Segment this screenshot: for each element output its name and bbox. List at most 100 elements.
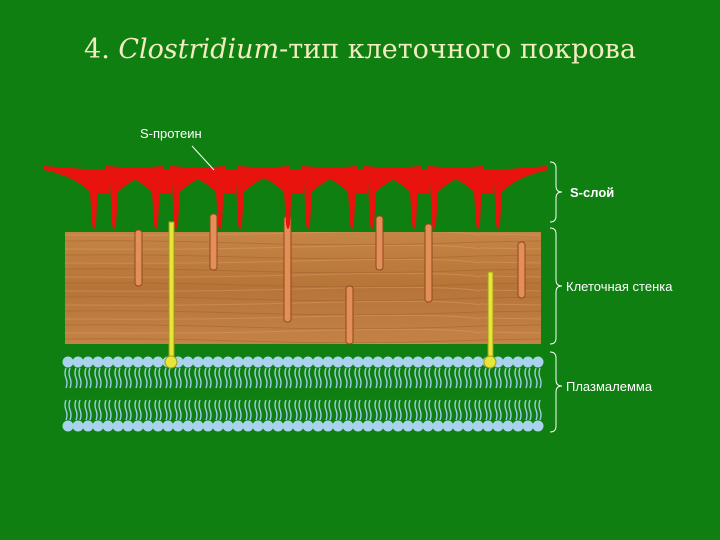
lipid-head [463,421,474,432]
lipid-head [253,421,264,432]
lipid-head [383,421,394,432]
lipid-head [333,421,344,432]
lipid-tail [85,400,91,420]
lipid-tail [375,368,381,388]
lipid-head [313,421,324,432]
lipid-tail [125,400,131,420]
lipid-head [523,357,534,368]
lipid-head [263,357,274,368]
lipid-tail [335,368,341,388]
lipid-tail [295,400,301,420]
lipid-head [533,357,544,368]
lipid-head [63,421,74,432]
lipid-head [333,357,344,368]
lipid-tail [115,368,121,388]
lipid-tail [85,368,91,388]
lipid-head [103,421,114,432]
lipid-tail [345,400,351,420]
lipid-head [213,357,224,368]
lipid-head [443,357,454,368]
lipid-head [423,421,434,432]
lipid-tail [165,400,171,420]
lipid-head [513,357,524,368]
lipid-tail [405,368,411,388]
lipid-tail [365,368,371,388]
lipid-head [313,357,324,368]
lipid-tail [95,368,101,388]
lipid-head [273,357,284,368]
lipid-head [393,357,404,368]
lipid-tail [135,400,141,420]
lipid-head [383,357,394,368]
lipid-head [193,357,204,368]
lipid-tail [235,400,241,420]
lipid-tail [485,368,491,388]
anchor-head [484,356,496,368]
wall-fiber [346,286,353,344]
lipid-tail [265,400,271,420]
lipid-head [353,357,364,368]
lipid-tail [145,400,151,420]
lipid-tail [385,368,391,388]
label-s-layer: S-слой [570,185,614,200]
lipid-tail [415,368,421,388]
lipid-head [513,421,524,432]
lipid-head [183,357,194,368]
lipid-head [93,357,104,368]
lipid-head [193,421,204,432]
lipid-head [113,421,124,432]
brace-s-layer [550,162,562,222]
lipid-head [483,421,494,432]
lipid-tail [95,400,101,420]
lipid-tail [265,368,271,388]
lipid-head [493,421,504,432]
lipid-tail [425,400,431,420]
lipid-tail [205,400,211,420]
lipid-head [323,421,334,432]
lipid-head [373,421,384,432]
lipid-head [283,357,294,368]
lipid-tail [105,400,111,420]
lipid-head [223,357,234,368]
anchor-stalk [169,222,174,362]
lipid-head [363,421,374,432]
lipid-head [343,357,354,368]
lipid-tail [335,400,341,420]
label-cell-wall: Клеточная стенка [566,279,673,294]
lipid-head [423,357,434,368]
lipid-tail [255,400,261,420]
lipid-head [273,421,284,432]
lipid-head [143,357,154,368]
lipid-tail [355,368,361,388]
lipid-tail [455,400,461,420]
lipid-tail [225,400,231,420]
lipid-head [143,421,154,432]
lipid-head [283,421,294,432]
wall-fiber [425,224,432,302]
lipid-tail [325,368,331,388]
lipid-tail [285,400,291,420]
lipid-tail [355,400,361,420]
lipid-head [363,357,374,368]
lipid-tail [475,368,481,388]
lipid-head [373,357,384,368]
lipid-tail [405,400,411,420]
lipid-tail [145,368,151,388]
wall-fiber [284,216,291,322]
lipid-head [133,357,144,368]
lipid-tail [325,400,331,420]
lipid-head [343,421,354,432]
lipid-head [203,421,214,432]
brace-plasmalemma [550,352,562,432]
lipid-tail [315,368,321,388]
lipid-tail [505,368,511,388]
lipid-tail [275,400,281,420]
lipid-tail [455,368,461,388]
lipid-head [293,357,304,368]
lipid-head [403,357,414,368]
lipid-head [93,421,104,432]
lipid-tail [285,368,291,388]
lipid-head [303,357,314,368]
lipid-head [73,357,84,368]
lipid-tail [155,400,161,420]
